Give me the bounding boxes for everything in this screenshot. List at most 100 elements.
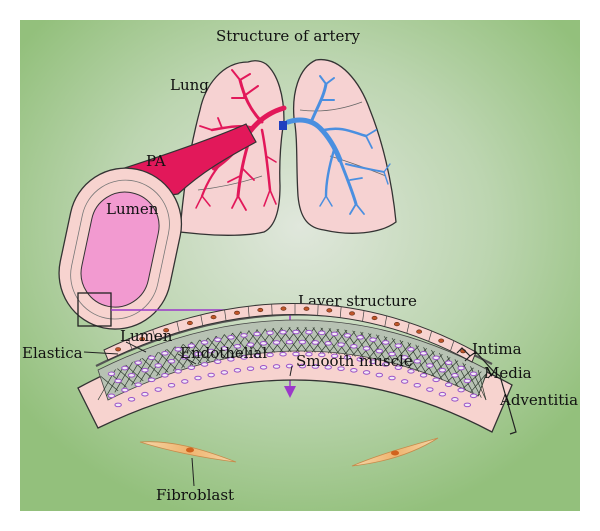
label-leaders <box>83 341 293 487</box>
media-bracket <box>469 351 495 379</box>
smooth-muscle-cell <box>292 329 300 335</box>
endothelial-nucleus <box>187 320 193 326</box>
smooth-muscle-cell <box>426 363 434 368</box>
media-mesh-strand <box>327 329 348 354</box>
endothelial-cell-border <box>339 306 342 318</box>
media-mesh-strand <box>454 367 474 386</box>
smooth-muscle-cell <box>200 340 209 345</box>
right-lung-fissure-upper <box>299 101 363 112</box>
media-mesh <box>97 327 487 408</box>
smooth-muscle-cell <box>266 330 274 336</box>
endothelial-nucleus <box>139 336 146 342</box>
smooth-muscle-cell <box>457 365 465 371</box>
media-mesh-strand <box>246 327 268 356</box>
vessel-lumen <box>80 191 160 308</box>
endothelial-cell-border <box>384 315 388 327</box>
smooth-muscle-cell <box>375 348 384 354</box>
smooth-muscle-cell <box>400 355 409 360</box>
media-mesh-strand <box>230 328 251 358</box>
media-mesh-strand <box>156 343 177 377</box>
smooth-muscle-cell <box>147 355 156 361</box>
media-mesh-strand <box>351 333 372 357</box>
smooth-muscle-cell <box>413 382 421 388</box>
intima-layer <box>103 303 477 363</box>
endothelial-cell-border <box>200 314 204 326</box>
smooth-muscle-cell <box>419 351 428 356</box>
smooth-muscle-cell <box>253 331 261 337</box>
smooth-muscle-cell <box>350 344 358 349</box>
media-mesh-strand <box>431 357 451 377</box>
label-lumen-vessel: Lumen <box>106 200 159 218</box>
endothelial-cell-border <box>224 309 227 321</box>
smooth-muscle-cell <box>272 364 281 369</box>
smooth-muscle-cell <box>194 351 202 357</box>
smooth-muscle-cell <box>207 348 215 354</box>
smooth-muscle-cell <box>240 333 248 338</box>
smooth-muscle-cell <box>457 387 465 393</box>
media-mesh-strand <box>391 343 412 365</box>
smooth-muscle-cell <box>174 368 182 374</box>
smooth-muscle-cell <box>381 362 390 367</box>
vessel-cross-section <box>58 167 183 330</box>
smooth-muscle-cell <box>200 362 209 367</box>
heart-junction-marker <box>279 121 287 130</box>
smooth-muscle-leader <box>289 365 293 377</box>
label-fibroblast: Fibroblast <box>156 486 234 504</box>
media-mesh-strand <box>311 327 332 353</box>
fibroblast-right-nucleus <box>391 450 399 456</box>
smooth-muscle-cell <box>324 341 332 346</box>
fibroblast-leader <box>191 457 195 487</box>
smooth-muscle-cell <box>154 387 162 392</box>
smooth-muscle-cell <box>432 377 440 383</box>
smooth-muscle-cell <box>227 357 235 362</box>
endothelial-cell-border <box>271 304 273 316</box>
endothelial-nucleus <box>280 306 287 311</box>
smooth-muscle-cell <box>259 365 268 370</box>
label-lung: Lung <box>170 76 209 94</box>
media-mesh-strand <box>271 327 292 353</box>
smooth-muscle-cell <box>469 371 478 377</box>
adventitia-bracket <box>493 371 517 435</box>
smooth-muscle-cell <box>469 393 478 399</box>
smooth-muscle-cell <box>356 335 364 340</box>
smooth-muscle-cell <box>253 353 261 359</box>
smooth-muscle-cell <box>194 375 202 381</box>
label-media: Media <box>484 364 532 382</box>
media-mesh-strand <box>97 364 119 401</box>
artery-wall-section <box>77 303 513 467</box>
smooth-muscle-cell <box>259 341 268 346</box>
layer-brackets <box>456 347 517 435</box>
vessel-wall-inner-line <box>70 179 170 320</box>
smooth-muscle-cell <box>114 402 122 408</box>
smooth-muscle-cell <box>337 342 345 347</box>
endothelial-cell-border <box>176 321 180 333</box>
fibroblast-left-nucleus <box>186 447 194 453</box>
media-mesh-strand <box>164 341 186 374</box>
smooth-muscle-cell <box>394 343 403 348</box>
media-mesh-strand <box>399 345 420 367</box>
smooth-muscle-cell <box>167 382 176 388</box>
smooth-muscle-cell <box>127 397 136 402</box>
smooth-muscle-cell <box>407 368 415 374</box>
smooth-muscle-cell <box>134 360 142 366</box>
smooth-muscle-cell <box>187 365 196 370</box>
smooth-muscle-cell <box>161 373 169 378</box>
endothelial-cell-border <box>428 330 433 342</box>
endothelial-nucleus <box>257 307 264 313</box>
smooth-muscle-cell <box>298 363 307 369</box>
smooth-muscle-cell <box>107 393 116 399</box>
smooth-muscle-cell <box>298 339 307 345</box>
smooth-muscle-cell <box>419 373 428 378</box>
smooth-muscle-cell <box>438 367 447 373</box>
smooth-muscle-cell <box>134 382 142 388</box>
smooth-muscle-cell <box>181 379 189 384</box>
smooth-muscle-cell <box>207 372 215 378</box>
smooth-muscle-cell <box>463 378 472 384</box>
smooth-muscle-cell <box>407 346 415 352</box>
smooth-muscle-cell <box>388 351 396 357</box>
smooth-muscle-cell <box>318 352 326 358</box>
smooth-muscle-cell <box>266 352 274 358</box>
media-mesh-strand <box>295 327 316 353</box>
smooth-muscle-cell <box>227 335 235 340</box>
